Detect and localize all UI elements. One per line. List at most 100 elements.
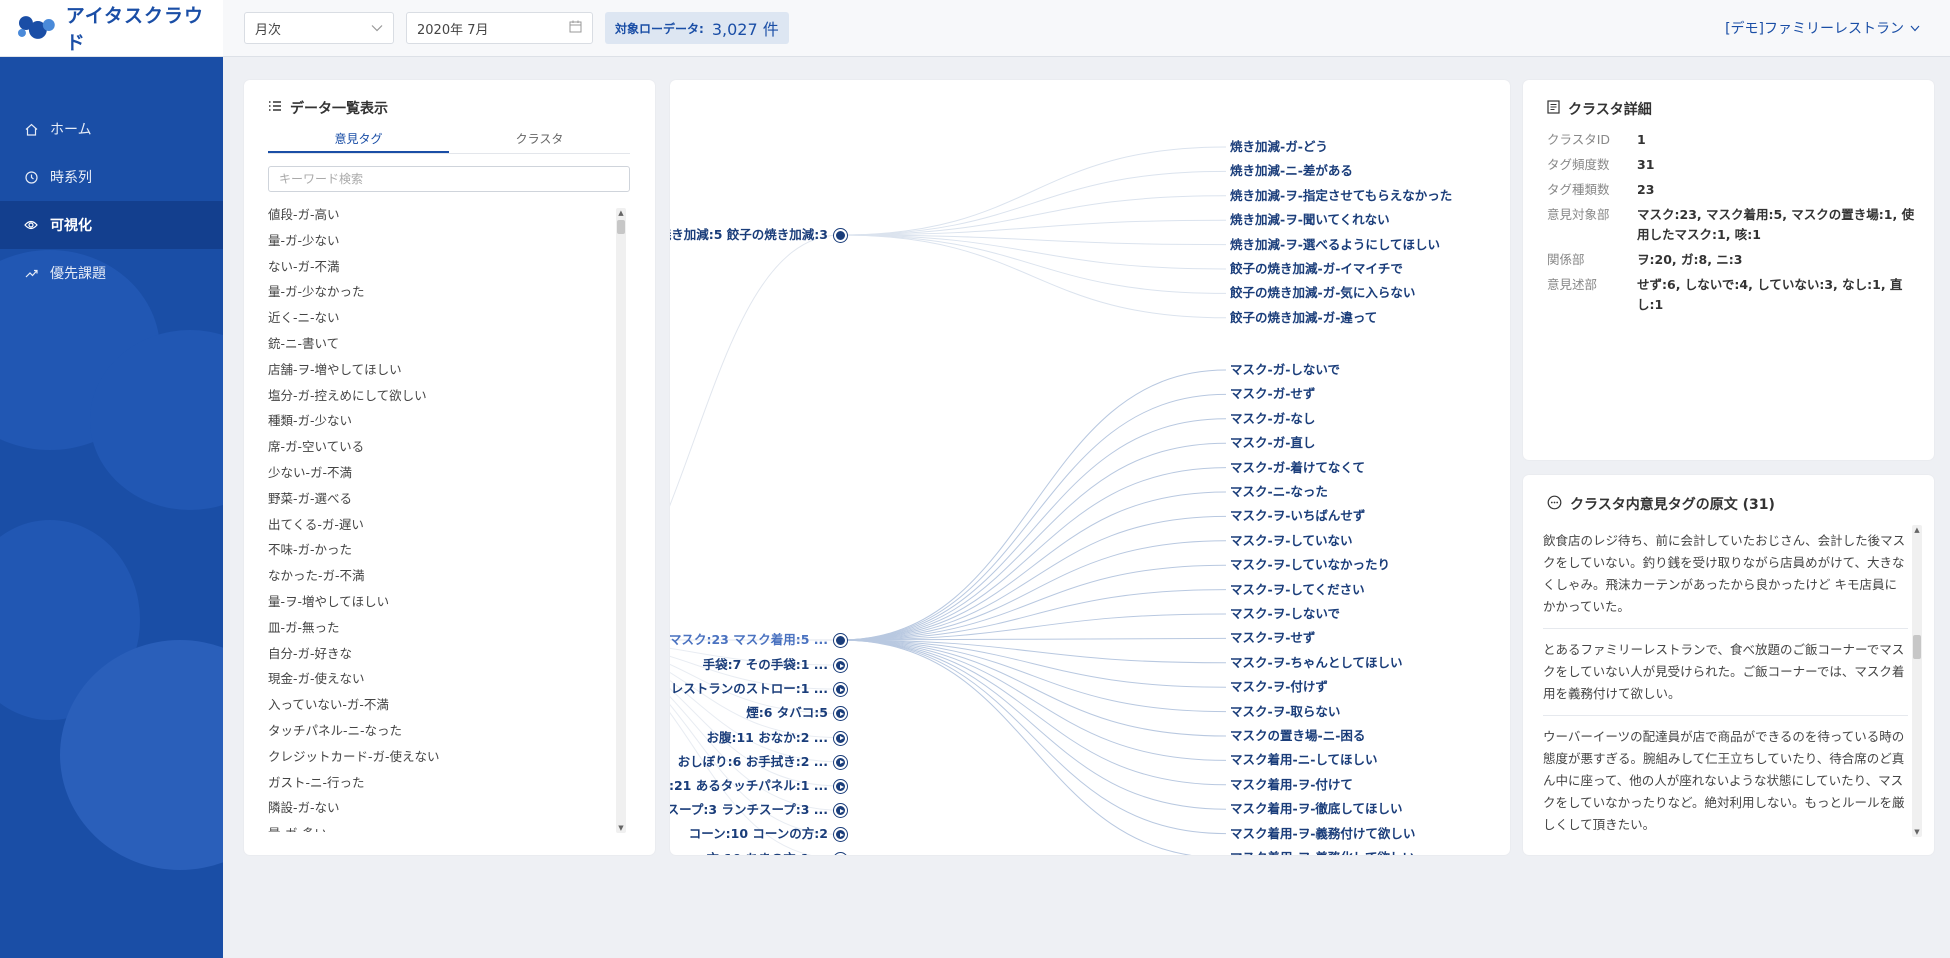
- tree-node-expand[interactable]: [834, 755, 847, 769]
- tag-list-item[interactable]: 少ない-ガ-不満: [268, 464, 353, 480]
- tag-list-item[interactable]: 近く-ニ-ない: [268, 310, 340, 326]
- tree-leaf-label[interactable]: マスク-ヲ-付けず: [1230, 679, 1328, 695]
- tree-node-expand[interactable]: [834, 780, 847, 793]
- tree-leaf-label[interactable]: マスク着用-ヲ-義務化して欲しい: [1230, 850, 1415, 855]
- tree-leaf-label[interactable]: マスク-ヲ-ちゃんとしてほしい: [1230, 654, 1403, 670]
- tree-leaf-label[interactable]: マスク-ガ-しないで: [1230, 362, 1341, 377]
- tree-leaf-label[interactable]: マスク-ヲ-せず: [1230, 630, 1316, 646]
- tree-leaf-label[interactable]: 焼き加減-ニ-差がある: [1230, 163, 1353, 179]
- tree-leaf-label[interactable]: マスク着用-ヲ-義務付けて欲しい: [1230, 825, 1416, 841]
- nav-home[interactable]: ホーム: [0, 105, 223, 153]
- data-list-title: データ一覧表示: [268, 98, 388, 118]
- tree-group-label[interactable]: おしぼり:6 お手拭き:2 ...: [677, 753, 828, 769]
- tag-list-item[interactable]: 現金-ガ-使えない: [268, 671, 365, 687]
- tree-group-label[interactable]: 煙:6 タバコ:5: [746, 705, 828, 721]
- tag-list-item[interactable]: 量-ガ-少ない: [268, 232, 340, 248]
- scroll-thumb[interactable]: [1913, 635, 1921, 659]
- tenant-select[interactable]: [デモ]ファミリーレストラン: [1725, 18, 1920, 38]
- tree-leaf-label[interactable]: マスク-ニ-なった: [1230, 484, 1328, 499]
- tree-node-expand[interactable]: [834, 828, 847, 842]
- tag-list-item[interactable]: 隣設-ガ-ない: [268, 800, 340, 816]
- tree-leaf-label[interactable]: 餃子の焼き加減-ガ-イマイチで: [1230, 261, 1403, 276]
- period-select[interactable]: 月次: [244, 12, 394, 44]
- tree-node-expand[interactable]: [834, 659, 847, 672]
- tag-list-item[interactable]: 量-ヲ-増やしてほしい: [268, 593, 390, 609]
- tree-leaf-label[interactable]: マスク-ガ-直し: [1230, 435, 1316, 451]
- scroll-up-icon[interactable]: ▲: [1914, 526, 1920, 534]
- tag-list-item[interactable]: 種類-ガ-少ない: [268, 413, 353, 429]
- tab-clusters[interactable]: クラスタ: [515, 132, 564, 146]
- tab-opinion-tags[interactable]: 意見タグ: [268, 126, 449, 153]
- tree-node-expand[interactable]: [834, 731, 847, 745]
- logo[interactable]: アイタスクラウド: [0, 0, 223, 57]
- scroll-down-icon[interactable]: ▼: [1914, 828, 1920, 836]
- tree-node-expand[interactable]: [834, 707, 847, 721]
- tag-list-item[interactable]: 量-ガ-少なかった: [268, 284, 365, 300]
- tag-list-item[interactable]: 出てくる-ガ-遅い: [268, 516, 364, 532]
- tree-leaf-label[interactable]: 餃子の焼き加減-ガ-気に入らない: [1230, 285, 1416, 301]
- tag-list-item[interactable]: ない-ガ-不満: [268, 258, 340, 274]
- tree-group-label[interactable]: コーン:10 コーンの方:2: [688, 826, 828, 842]
- tree-leaf-label[interactable]: 餃子の焼き加減-ガ-違って: [1230, 309, 1378, 325]
- tree-leaf-label[interactable]: マスク-ヲ-していなかったり: [1230, 557, 1391, 573]
- original-text-scrollbar[interactable]: ▲ ▼: [1912, 525, 1922, 837]
- tag-list: 値段-ガ-高い量-ガ-少ないない-ガ-不満量-ガ-少なかった近く-ニ-ない銃-ニ…: [268, 202, 608, 832]
- tag-list-item[interactable]: 自分-ガ-好きな: [268, 645, 353, 661]
- tree-leaf-label[interactable]: マスク-ヲ-いちばんせず: [1230, 508, 1366, 524]
- tag-list-item[interactable]: ガスト-ニ-行った: [268, 774, 365, 790]
- tree-group-label[interactable]: マスク:23 マスク着用:5 ...: [670, 632, 828, 647]
- tag-list-item[interactable]: 野菜-ガ-選べる: [268, 490, 353, 506]
- scroll-up-icon[interactable]: ▲: [618, 209, 624, 217]
- tree-leaf-label[interactable]: マスク-ヲ-取らない: [1230, 703, 1341, 719]
- tag-list-scrollbar[interactable]: ▲ ▼: [616, 208, 626, 833]
- tag-list-item[interactable]: 不味-ガ-かった: [268, 542, 353, 558]
- tree-group-label[interactable]: :21 あるタッチパネル:1 ...: [670, 778, 828, 793]
- tree-node[interactable]: [834, 229, 847, 242]
- tag-list-item[interactable]: 入っていない-ガ-不満: [268, 697, 389, 713]
- tree-leaf-label[interactable]: 焼き加減-ガ-どう: [1230, 139, 1328, 154]
- tag-list-item[interactable]: 量-ガ-多い: [268, 821, 608, 832]
- tree-leaf-label[interactable]: マスク着用-ヲ-付けて: [1230, 776, 1353, 792]
- tree-leaf-label[interactable]: マスク着用-ヲ-徹底してほしい: [1230, 801, 1403, 817]
- tree-group-label[interactable]: 方:10 ちまの方:1 ...: [706, 851, 828, 855]
- tag-list-item[interactable]: 銃-ニ-書いて: [268, 335, 340, 351]
- tree-leaf-label[interactable]: マスク-ガ-せず: [1230, 386, 1316, 402]
- tree-leaf-label[interactable]: マスク-ヲ-していない: [1230, 532, 1353, 548]
- tag-list-item[interactable]: 値段-ガ-高い: [268, 207, 340, 222]
- tree-node[interactable]: [834, 634, 847, 647]
- tree-leaf-label[interactable]: マスクの置き場-ニ-困る: [1230, 728, 1366, 743]
- scroll-down-icon[interactable]: ▼: [618, 824, 624, 832]
- tree-group-label[interactable]: 焼き加減:5 餃子の焼き加減:3: [670, 227, 828, 242]
- tag-list-item[interactable]: なかった-ガ-不満: [268, 568, 365, 584]
- tree-leaf-label[interactable]: 焼き加減-ヲ-選べるようにしてほしい: [1230, 236, 1441, 252]
- tree-node-expand[interactable]: [834, 804, 847, 818]
- tree-group-label[interactable]: お腹:11 おなか:2 ...: [706, 729, 828, 745]
- tree-leaf-label[interactable]: 焼き加減-ヲ-指定させてもらえなかった: [1230, 187, 1453, 203]
- tree-leaf-label[interactable]: マスク-ヲ-してください: [1230, 581, 1365, 597]
- tag-list-item[interactable]: 塩分-ガ-控えめにして欲しい: [268, 387, 427, 403]
- tree-group-label[interactable]: スープ:3 ランチスープ:3 ...: [670, 802, 828, 818]
- tree-group-label[interactable]: レストランのストロー:1 ...: [670, 681, 828, 697]
- tag-list-item[interactable]: クレジットカード-ガ-使えない: [268, 748, 440, 764]
- detail-key: 関係部: [1547, 252, 1585, 267]
- tag-list-item[interactable]: タッチパネル-ニ-なった: [268, 722, 403, 738]
- tree-group-label[interactable]: 手袋:7 その手袋:1 ...: [702, 657, 828, 672]
- tag-list-item[interactable]: 店舗-ヲ-増やしてほしい: [268, 361, 402, 377]
- tree-leaf-label[interactable]: マスク着用-ニ-してほしい: [1230, 752, 1378, 768]
- tree-leaf-label[interactable]: マスク-ガ-着けてなくて: [1230, 459, 1366, 475]
- tree-link: [670, 712, 813, 855]
- tree-leaf-label[interactable]: 焼き加減-ヲ-聞いてくれない: [1230, 212, 1390, 228]
- month-picker[interactable]: 2020年 7月: [406, 12, 593, 44]
- nav-timeseries[interactable]: 時系列: [0, 153, 223, 201]
- nav-visualize[interactable]: 可視化: [0, 201, 223, 249]
- nav-priority[interactable]: 優先課題: [0, 249, 223, 297]
- tree-link: [670, 647, 841, 666]
- scroll-thumb[interactable]: [617, 220, 625, 234]
- cluster-detail-title-text: クラスタ詳細: [1568, 102, 1652, 118]
- keyword-search-input[interactable]: [268, 166, 630, 192]
- tree-node-expand[interactable]: [834, 683, 847, 697]
- tag-list-item[interactable]: 席-ガ-空いている: [268, 439, 365, 455]
- tree-leaf-label[interactable]: マスク-ヲ-しないで: [1230, 606, 1341, 621]
- tag-list-item[interactable]: 皿-ガ-無った: [268, 619, 340, 635]
- tree-leaf-label[interactable]: マスク-ガ-なし: [1230, 410, 1316, 426]
